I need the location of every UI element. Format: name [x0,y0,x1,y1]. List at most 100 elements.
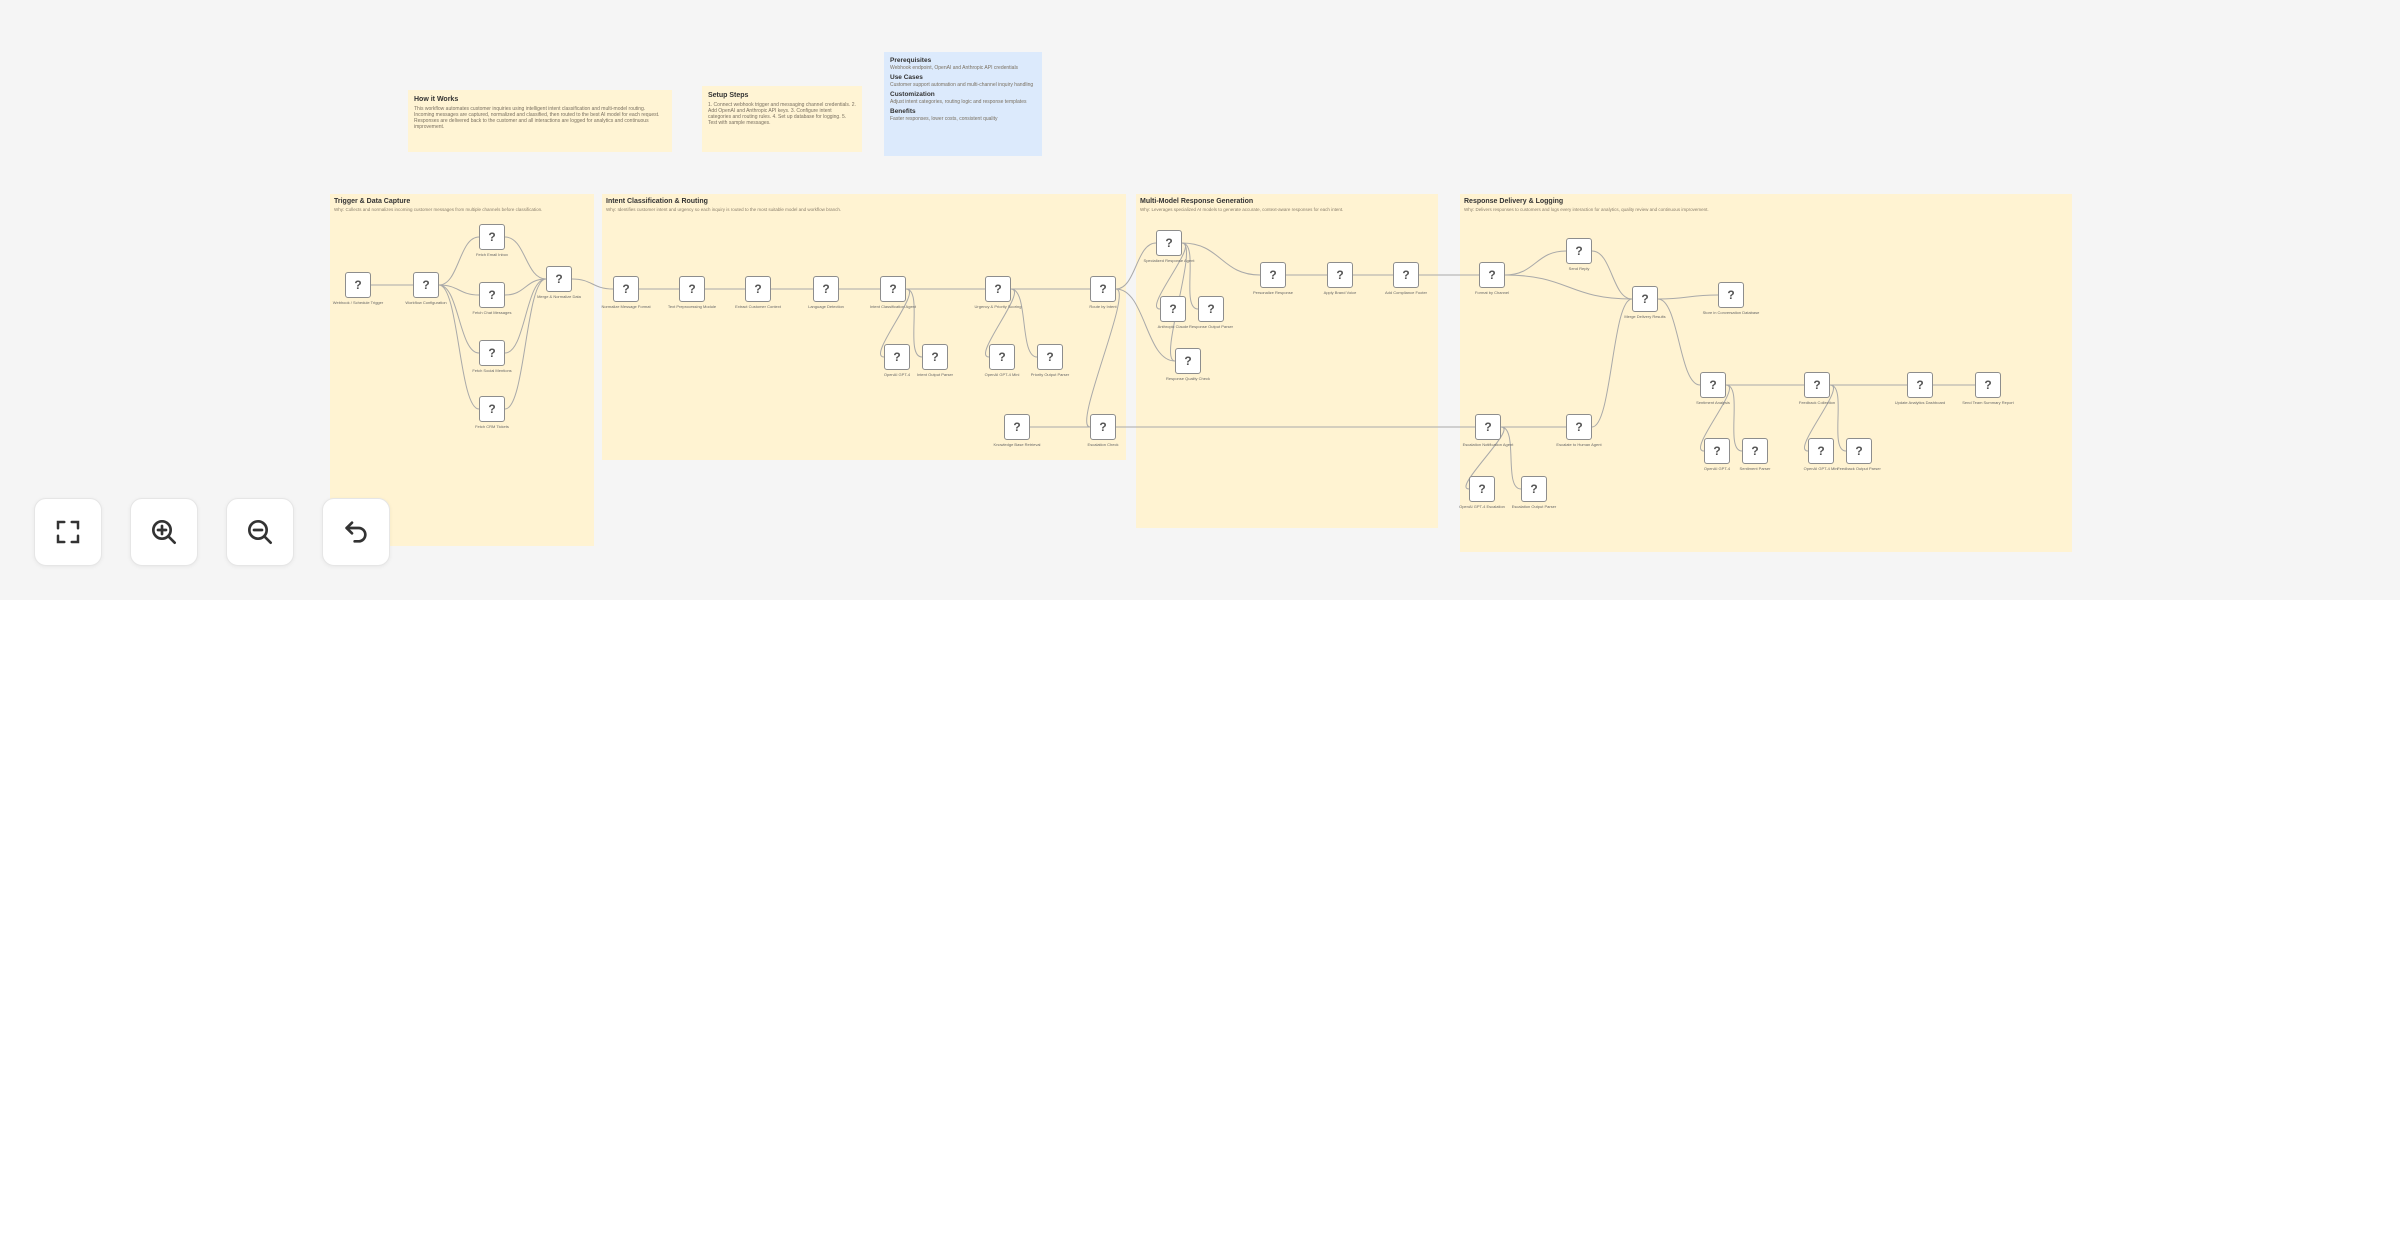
node-label: OpenAI GPT-4 [883,372,911,377]
workflow-node[interactable]: ? [1566,238,1592,264]
workflow-node[interactable]: ? [1160,296,1186,322]
zoom-out-button[interactable] [226,498,294,566]
workflow-node[interactable]: ? [479,282,505,308]
node-label: Fetch CRM Tickets [475,424,509,429]
group-title: Response Delivery & Logging [1464,198,1564,205]
workflow-node[interactable]: ? [1566,414,1592,440]
workflow-node[interactable]: ? [479,224,505,250]
node-label: Add Compliance Footer [1384,290,1428,295]
connection-line [1700,384,1730,452]
workflow-node[interactable]: ? [745,276,771,302]
group-description: Why: Delivers responses to customers and… [1464,207,1709,212]
workflow-node[interactable]: ? [1469,476,1495,502]
workflow-node[interactable]: ? [1632,286,1658,312]
node-label: Personalize Response [1252,290,1294,295]
workflow-node[interactable]: ? [479,396,505,422]
workflow-node[interactable]: ? [880,276,906,302]
workflow-node[interactable]: ? [1327,262,1353,288]
note-benefits-title: Benefits [890,108,916,115]
connection-line [1181,242,1261,276]
workflow-node[interactable]: ? [1037,344,1063,370]
workflow-node[interactable]: ? [1090,276,1116,302]
note-prerequisites-title: Prerequisites [890,57,932,64]
connection-line [1086,288,1120,428]
node-label: Anthropic Claude [1157,324,1189,329]
note-use-cases-body: Customer support automation and multi-ch… [890,82,1034,88]
node-label: OpenAI GPT-4 Mini [1803,466,1839,471]
connection-line [1504,250,1567,276]
workflow-node[interactable]: ? [1718,282,1744,308]
node-label: Specialized Response Agent [1143,258,1195,263]
group-intent-classification[interactable]: Intent Classification & Routing Why: Ide… [602,194,1126,460]
fit-view-button[interactable] [34,498,102,566]
workflow-node[interactable]: ? [413,272,439,298]
connection-line [1504,274,1633,300]
node-label: OpenAI GPT-4 [1703,466,1731,471]
node-label: Store in Conversation Database [1702,310,1760,315]
connection-line [1115,288,1176,362]
workflow-node[interactable]: ? [1175,348,1201,374]
node-label: Response Quality Check [1165,376,1211,381]
workflow-node[interactable]: ? [679,276,705,302]
connection-line [880,288,910,358]
note-setup-steps[interactable]: Setup Steps 1. Connect webhook trigger a… [702,86,862,152]
note-info[interactable]: Prerequisites Webhook endpoint, OpenAI a… [884,52,1042,156]
node-label: Send Reply [1568,266,1590,271]
workflow-node[interactable]: ? [1808,438,1834,464]
workflow-node[interactable]: ? [1479,262,1505,288]
node-label: Workflow Configuration [405,300,447,305]
undo-button[interactable] [322,498,390,566]
workflow-node[interactable]: ? [813,276,839,302]
node-label: OpenAI GPT-4 Escalation [1459,504,1505,509]
workflow-node[interactable]: ? [1260,262,1286,288]
note-prerequisites-body: Webhook endpoint, OpenAI and Anthropic A… [890,65,1019,71]
node-label: Fetch Email Inbox [475,252,508,257]
workflow-canvas[interactable]: How it Works This workflow automates cus… [0,0,2400,600]
connection-line [1725,384,1743,452]
workflow-node[interactable]: ? [1156,230,1182,256]
workflow-node[interactable]: ? [613,276,639,302]
group-trigger-data-capture[interactable]: Trigger & Data Capture Why: Collects and… [330,194,594,546]
workflow-node[interactable]: ? [884,344,910,370]
zoom-in-button[interactable] [130,498,198,566]
workflow-node[interactable]: ? [1700,372,1726,398]
workflow-node[interactable]: ? [479,340,505,366]
workflow-node[interactable]: ? [1090,414,1116,440]
workflow-node[interactable]: ? [1393,262,1419,288]
connection-line [1657,298,1701,386]
connection-line [1591,250,1633,300]
note-how-it-works[interactable]: How it Works This workflow automates cus… [408,90,672,152]
node-label: Fetch Chat Messages [472,310,512,315]
group-title: Intent Classification & Routing [606,198,708,205]
workflow-node[interactable]: ? [1475,414,1501,440]
workflow-node[interactable]: ? [1804,372,1830,398]
connection-line [1657,294,1719,300]
connection-line [1010,288,1038,358]
workflow-node[interactable]: ? [1742,438,1768,464]
workflow-node[interactable]: ? [1004,414,1030,440]
workflow-node[interactable]: ? [1907,372,1933,398]
connection-line [1465,426,1505,490]
workflow-node[interactable]: ? [1975,372,2001,398]
node-label: OpenAI GPT-4 Mini [984,372,1020,377]
group-response-delivery-logging[interactable]: Response Delivery & Logging Why: Deliver… [1460,194,2072,552]
connection-line [504,278,547,410]
workflow-node[interactable]: ? [345,272,371,298]
undo-icon [345,521,367,543]
workflow-node[interactable]: ? [922,344,948,370]
workflow-node[interactable]: ? [1521,476,1547,502]
note-customization-body: Adjust intent categories, routing logic … [890,99,1027,105]
note-benefits-body: Faster responses, lower costs, consisten… [890,116,998,122]
workflow-node[interactable]: ? [546,266,572,292]
workflow-node[interactable]: ? [1704,438,1730,464]
workflow-node[interactable]: ? [985,276,1011,302]
workflow-node[interactable]: ? [1198,296,1224,322]
workflow-node[interactable]: ? [1846,438,1872,464]
node-label: Extract Customer Context [735,304,781,309]
workflow-node[interactable]: ? [989,344,1015,370]
node-label: Merge Delivery Results [1624,314,1666,319]
note-body: 1. Connect webhook trigger and messaging… [708,102,856,126]
connection-line [438,236,480,286]
node-label: Intent Output Parser [916,372,954,377]
connection-line [1181,242,1199,310]
